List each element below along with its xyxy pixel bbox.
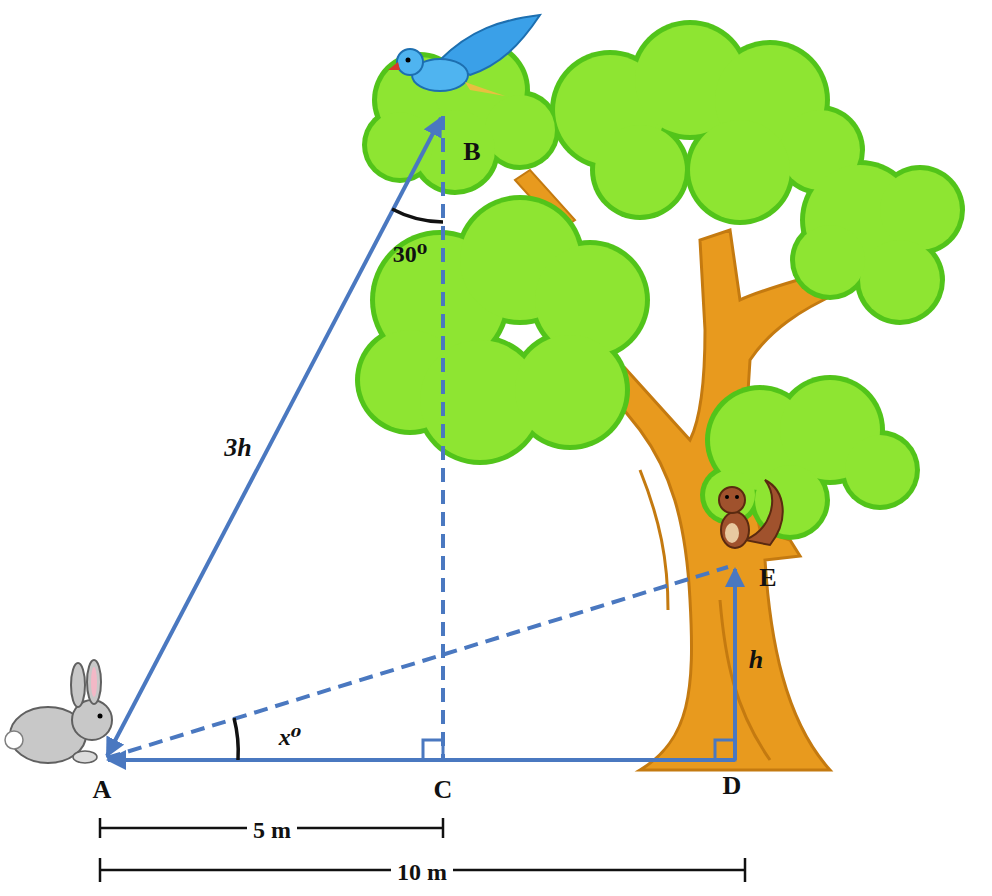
angle-label: x⁰ — [279, 725, 302, 749]
bird — [388, 15, 540, 96]
angle-label: 30⁰ — [393, 242, 428, 266]
point-label: A — [93, 777, 112, 803]
dimension-label: 10 m — [391, 860, 453, 884]
point-label: B — [463, 139, 480, 165]
length-label: h — [749, 647, 763, 673]
dimension-label: 5 m — [247, 818, 297, 842]
geometry-lines — [107, 116, 735, 760]
rabbit — [5, 660, 112, 763]
point-label: E — [759, 565, 776, 591]
squirrel — [719, 480, 783, 548]
length-label: 3h — [224, 435, 251, 461]
point-label: D — [723, 773, 742, 799]
angle-arcs — [234, 209, 443, 760]
tree-foliage — [355, 20, 965, 540]
tree-foliage-light — [360, 25, 960, 535]
point-label: C — [434, 777, 453, 803]
